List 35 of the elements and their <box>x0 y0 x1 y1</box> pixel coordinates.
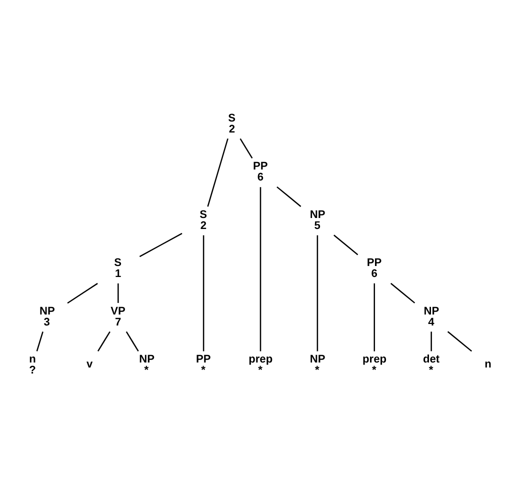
node-text: n <box>484 358 492 370</box>
connector <box>240 138 253 158</box>
connector <box>207 138 228 206</box>
node-text: VP 7 <box>110 304 126 328</box>
node-text: PP 6 <box>366 256 382 280</box>
connector <box>276 186 302 206</box>
connector <box>430 331 432 351</box>
connector <box>374 282 376 351</box>
node-text: S 1 <box>114 256 122 280</box>
connector <box>334 234 358 255</box>
node-text: NP * <box>139 353 154 376</box>
connector <box>126 330 139 352</box>
node-text: prep * <box>362 353 386 376</box>
node-text: NP 4 <box>424 304 440 328</box>
connector <box>67 282 98 304</box>
node-text: S 2 <box>228 112 236 135</box>
connector <box>97 330 110 352</box>
connector <box>36 330 44 351</box>
node-text: det * <box>423 353 440 376</box>
connector <box>316 234 318 351</box>
connector <box>139 232 182 257</box>
connector <box>447 330 472 352</box>
node-text: v <box>86 358 93 370</box>
node-text: PP 6 <box>252 160 268 184</box>
node-text: prep * <box>248 353 273 376</box>
node-text: NP 5 <box>310 208 326 232</box>
node-text: NP * <box>310 353 326 376</box>
node-text: NP 3 <box>39 304 55 328</box>
node-text: n ? <box>29 353 36 376</box>
connector <box>260 186 262 351</box>
node-text: S 2 <box>200 208 207 232</box>
connector <box>390 282 416 303</box>
node-text: PP * <box>196 353 211 376</box>
connector <box>202 234 204 351</box>
connector <box>118 282 119 302</box>
